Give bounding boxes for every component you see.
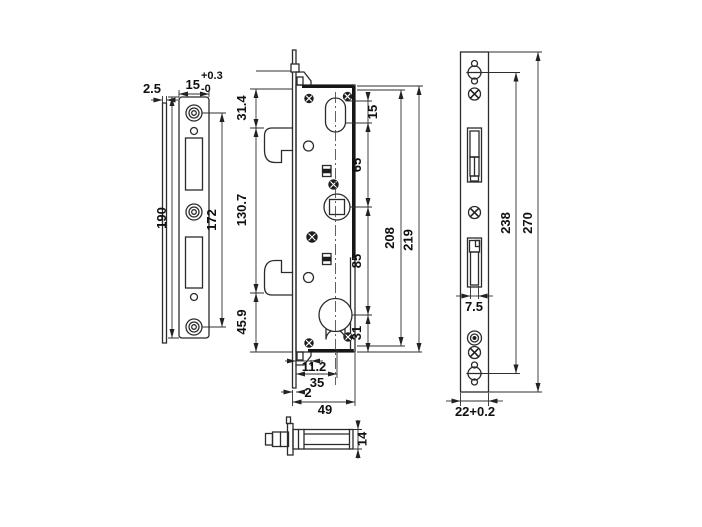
pin-hole bbox=[189, 126, 199, 136]
hook-bolt-top bbox=[263, 127, 294, 164]
hook-cutout-top bbox=[184, 137, 204, 191]
bolt-tip bbox=[264, 432, 274, 446]
dim-latch-width: 7.5 bbox=[456, 286, 493, 314]
dim-latch-height: 14 bbox=[353, 420, 370, 459]
dim-label: 190 bbox=[154, 207, 169, 229]
dim-label: 2.5 bbox=[143, 81, 161, 96]
dim-label: 172 bbox=[204, 209, 219, 231]
dim-label: 7.5 bbox=[465, 299, 483, 314]
dim-label: 219 bbox=[401, 229, 416, 251]
dim-tol-lower: -0 bbox=[201, 83, 211, 95]
phillips-screw bbox=[467, 205, 482, 220]
guide-pin bbox=[285, 416, 292, 425]
dim-faceplate-heights: 238 270 bbox=[481, 51, 542, 393]
faceplate-screw-boss bbox=[290, 63, 300, 73]
dim-label: 130.7 bbox=[234, 194, 249, 227]
faceplate-outline bbox=[459, 51, 490, 393]
lock-case-side-view: 31.4 130.7 45.9 15 65 85 31 208 219 bbox=[234, 49, 423, 417]
case-screws bbox=[304, 91, 353, 348]
dim-label: 31 bbox=[349, 326, 364, 340]
dim-label: 2 bbox=[304, 385, 311, 400]
dim-strike-thickness: 2.5 bbox=[143, 81, 178, 103]
dim-hook-positions: 31.4 130.7 45.9 bbox=[234, 88, 292, 353]
dim-label: 11.2 bbox=[302, 359, 327, 374]
strike-plate-front-view bbox=[178, 96, 210, 339]
mounting-tab-top bbox=[295, 71, 312, 86]
mounting-tab-bottom bbox=[295, 351, 312, 366]
latch-housing bbox=[292, 428, 354, 450]
dim-label: 238 bbox=[498, 212, 513, 234]
guide-hole bbox=[302, 140, 315, 152]
phillips-screw bbox=[467, 345, 482, 360]
latch-slot-bottom bbox=[466, 237, 483, 288]
dim-label: 31.4 bbox=[234, 95, 249, 121]
dim-case-bottom: 11.2 35 2 49 bbox=[281, 349, 356, 417]
faceplate-front-view: 7.5 238 270 22+0.2 bbox=[446, 51, 542, 419]
dim-case-height: 208 219 bbox=[357, 85, 423, 352]
dim-label: 22+0.2 bbox=[455, 404, 495, 419]
dim-strike-length: 190 bbox=[154, 96, 179, 339]
dim-label: 15 bbox=[186, 77, 200, 92]
dim-label: 45.9 bbox=[234, 309, 249, 334]
spring-block bbox=[321, 164, 332, 266]
dim-label: 208 bbox=[382, 227, 397, 249]
dim-hole-positions: 15 65 85 31 bbox=[345, 92, 422, 353]
dim-label: 65 bbox=[349, 158, 364, 172]
dim-label: 85 bbox=[349, 254, 364, 268]
guide-hole bbox=[302, 271, 315, 284]
dim-label: 49 bbox=[318, 402, 332, 417]
dim-faceplate-width: 22+0.2 bbox=[446, 393, 503, 419]
dim-label: 14 bbox=[355, 431, 370, 446]
hook-bolt-bottom bbox=[263, 259, 294, 296]
dim-strike-screw-spacing: 172 bbox=[202, 112, 226, 328]
hook-cutout-bottom bbox=[184, 236, 204, 289]
dim-strike-width: 15 +0.3 -0 bbox=[178, 70, 223, 97]
dim-tol-upper: +0.3 bbox=[201, 70, 223, 82]
dim-label: 15 bbox=[365, 105, 380, 119]
latch-bolt-top-view: 14 bbox=[264, 416, 370, 459]
cylinder-ring bbox=[466, 330, 483, 346]
dim-label: 270 bbox=[520, 212, 535, 234]
strike-plate-edge-view bbox=[161, 102, 168, 344]
dim-label: 35 bbox=[310, 375, 324, 390]
pin-hole bbox=[189, 292, 199, 302]
strike-plate-view: 2.5 15 +0.3 -0 190 172 bbox=[143, 70, 226, 344]
phillips-screw bbox=[467, 87, 482, 101]
hook-slot-top bbox=[466, 127, 483, 183]
spindle-hole bbox=[323, 193, 351, 221]
